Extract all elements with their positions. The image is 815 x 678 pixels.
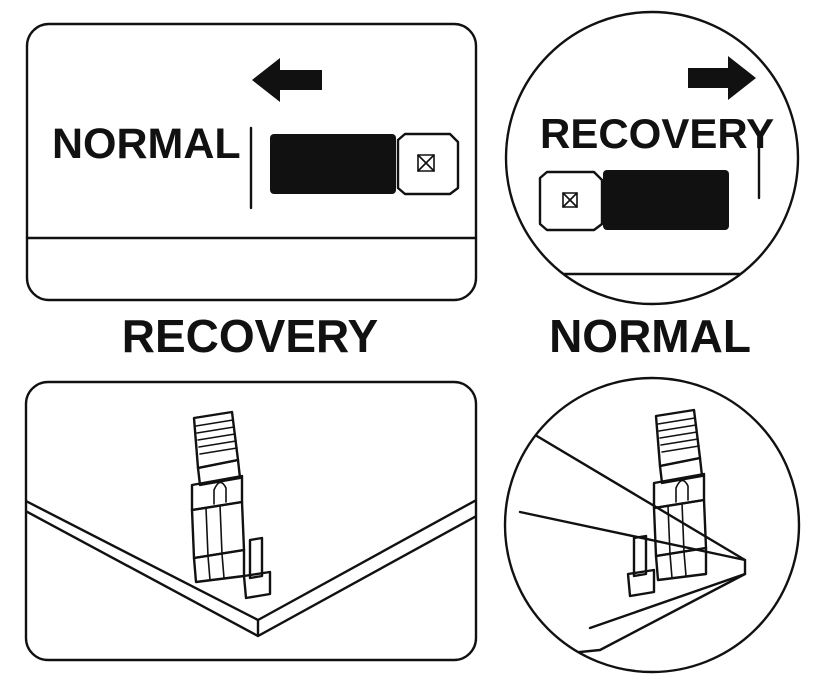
jumper-cap-icon [538, 170, 604, 232]
arrow-left-icon [252, 58, 322, 102]
switch-label-recovery: RECOVERY [540, 110, 774, 157]
switch-block [270, 134, 396, 194]
panel-bottom-right [503, 376, 801, 674]
jumper-assembly [190, 410, 272, 600]
panel-top-left: NORMAL [25, 22, 478, 302]
switch-label-normal: NORMAL [52, 120, 241, 168]
caption-normal: NORMAL [549, 310, 751, 362]
panel-top-right: RECOVERY [504, 10, 800, 306]
caption-recovery: RECOVERY [122, 310, 378, 362]
jumper-assembly [626, 408, 708, 598]
jumper-cap-icon [396, 132, 460, 196]
arrow-right-icon [688, 56, 756, 100]
panel-bottom-left [24, 380, 478, 662]
switch-block [603, 170, 729, 230]
